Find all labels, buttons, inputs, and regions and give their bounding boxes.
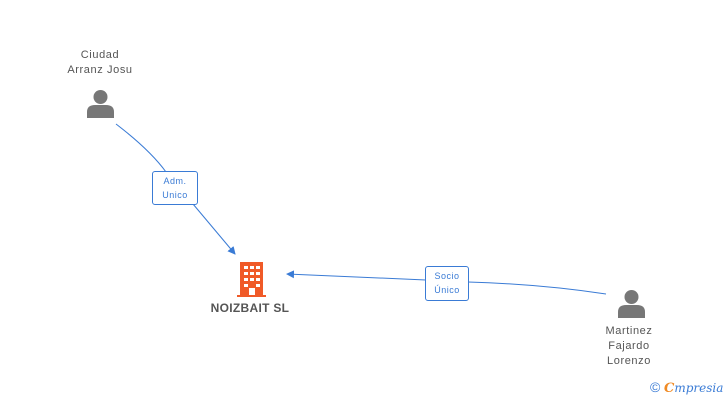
person-name-martinez[interactable]: Martinez Fajardo Lorenzo [580, 324, 678, 369]
brand-name: mpresia [674, 381, 724, 395]
edge-line-socio-left [286, 270, 427, 281]
edge-label-line: Unico [162, 190, 188, 200]
edge-label-socio-unico[interactable]: Socio Único [425, 266, 469, 301]
person-name-line: Fajardo [608, 340, 650, 352]
edge-label-line: Único [434, 285, 460, 295]
brand-watermark: © Cmpresia [650, 379, 723, 396]
edge-line-admin-lower [192, 203, 236, 255]
person-icon[interactable] [86, 89, 115, 118]
company-name[interactable]: NOIZBAIT SL [210, 301, 290, 315]
person-name-line: Ciudad [80, 49, 120, 61]
copyright-icon: © [650, 379, 661, 395]
edge-line-socio [467, 281, 607, 295]
person-name-line: Arranz Josu [67, 64, 133, 76]
person-name-ciudad[interactable]: Ciudad Arranz Josu [50, 48, 150, 78]
building-icon[interactable] [237, 262, 266, 297]
edge-line-admin [115, 123, 167, 173]
person-name-line: Lorenzo [607, 355, 651, 367]
edge-label-line: Socio [434, 271, 460, 281]
person-name-line: Martinez [605, 325, 653, 337]
edge-label-adm-unico[interactable]: Adm. Unico [152, 171, 198, 205]
edge-label-line: Adm. [163, 176, 187, 186]
person-icon[interactable] [617, 289, 646, 318]
brand-initial: C [663, 381, 675, 396]
